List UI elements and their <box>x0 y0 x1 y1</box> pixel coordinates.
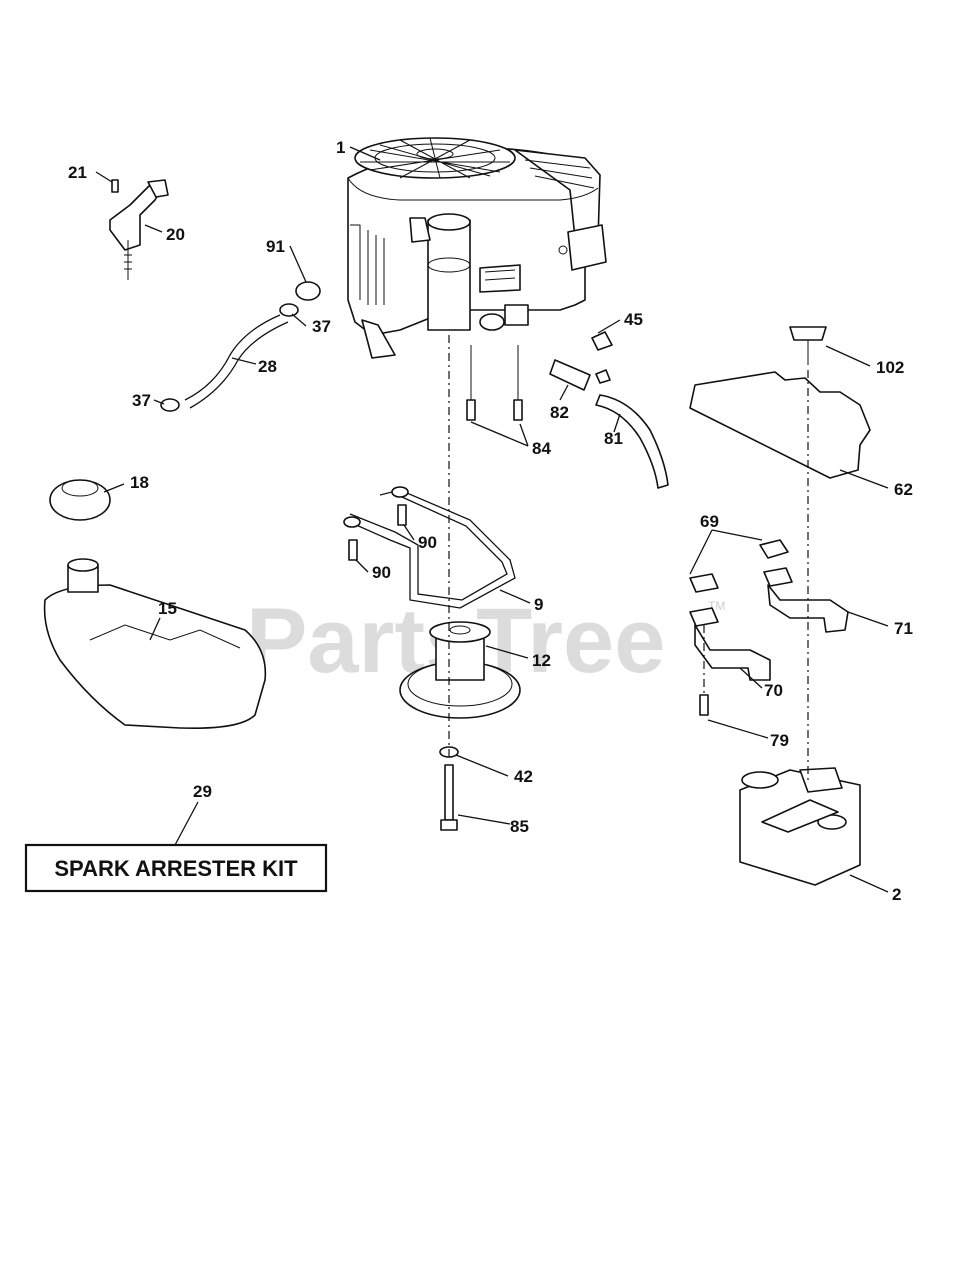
callout-21[interactable]: 21 <box>68 163 87 182</box>
fuel-line[interactable] <box>160 281 321 412</box>
callout-85[interactable]: 85 <box>510 817 529 836</box>
callout-28[interactable]: 28 <box>258 357 277 376</box>
callout-29[interactable]: 29 <box>193 782 212 801</box>
callout-15[interactable]: 15 <box>158 599 177 618</box>
gas-cap[interactable] <box>49 479 111 521</box>
callout-69[interactable]: 69 <box>700 512 719 531</box>
heat-shield[interactable] <box>689 326 871 479</box>
callout-71[interactable]: 71 <box>894 619 913 638</box>
callout-1[interactable]: 1 <box>336 138 345 157</box>
callout-81[interactable]: 81 <box>604 429 623 448</box>
callout-79[interactable]: 79 <box>770 731 789 750</box>
callout-84[interactable]: 84 <box>532 439 551 458</box>
callout-45[interactable]: 45 <box>624 310 643 329</box>
callout-90a[interactable]: 90 <box>418 533 437 552</box>
callout-18[interactable]: 18 <box>130 473 149 492</box>
throttle-control[interactable] <box>109 179 169 280</box>
callout-37a[interactable]: 37 <box>312 317 331 336</box>
spark-arrester-kit-box[interactable]: SPARK ARRESTER KIT <box>24 843 328 893</box>
callout-2[interactable]: 2 <box>892 885 901 904</box>
callout-20[interactable]: 20 <box>166 225 185 244</box>
muffler[interactable] <box>739 767 861 886</box>
callout-37b[interactable]: 37 <box>132 391 151 410</box>
exhaust-gaskets[interactable] <box>689 539 793 627</box>
mounting-bracket[interactable] <box>343 486 516 609</box>
engine-assembly[interactable] <box>347 137 607 359</box>
spark-arrester-kit-label: SPARK ARRESTER KIT <box>54 856 298 881</box>
callout-102[interactable]: 102 <box>876 358 904 377</box>
washer-and-bolt[interactable] <box>439 746 459 831</box>
callout-90b[interactable]: 90 <box>372 563 391 582</box>
callout-42[interactable]: 42 <box>514 767 533 786</box>
callout-91[interactable]: 91 <box>266 237 285 256</box>
callout-70[interactable]: 70 <box>764 681 783 700</box>
callout-62[interactable]: 62 <box>894 480 913 499</box>
callout-9[interactable]: 9 <box>534 595 543 614</box>
callout-12[interactable]: 12 <box>532 651 551 670</box>
bolts-84[interactable] <box>466 345 523 421</box>
callout-labels: 1 21 20 91 37 28 37 45 82 84 81 102 62 1… <box>68 138 913 904</box>
callout-82[interactable]: 82 <box>550 403 569 422</box>
engine-pulley[interactable] <box>399 621 521 719</box>
leader-lines <box>95 146 889 893</box>
fuel-tank[interactable] <box>43 558 267 730</box>
fuel-filter[interactable] <box>549 331 669 489</box>
